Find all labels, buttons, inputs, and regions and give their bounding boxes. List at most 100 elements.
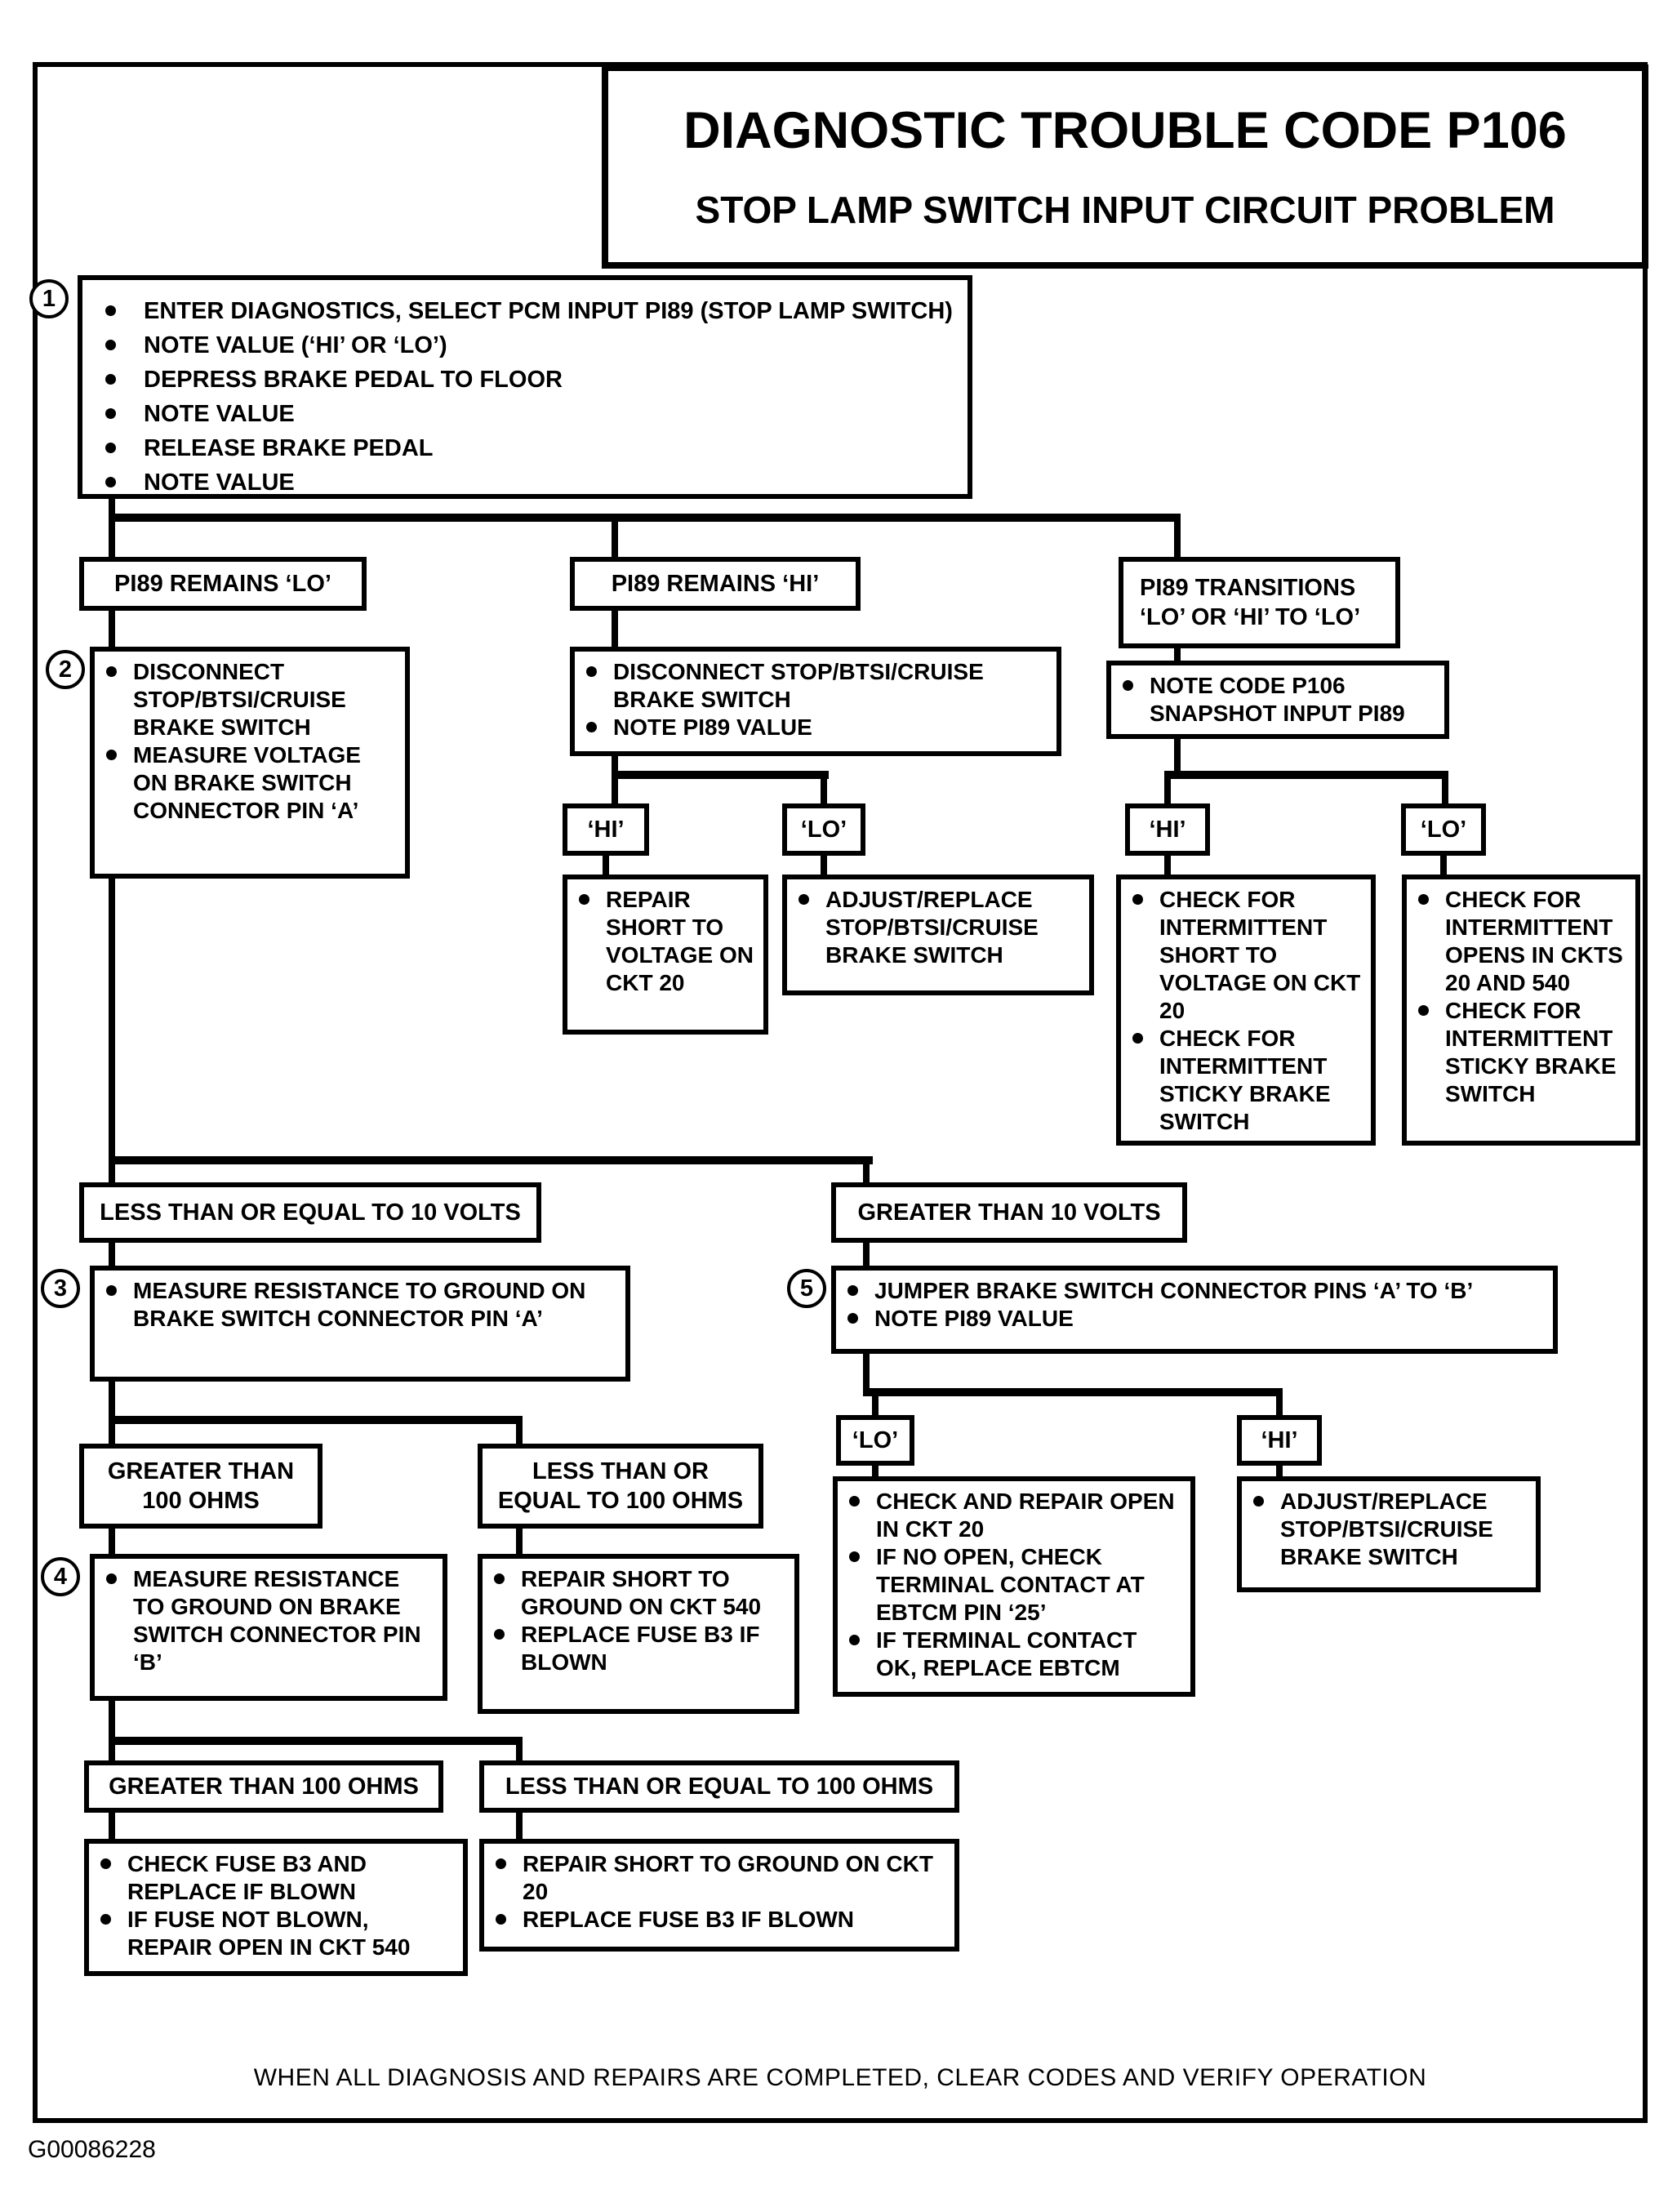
- connector: [612, 756, 618, 776]
- page-title: DIAGNOSTIC TROUBLE CODE P106: [683, 102, 1567, 160]
- repair-ground-540-box: REPAIR SHORT TO GROUND ON CKT 540 REPLAC…: [478, 1554, 799, 1714]
- step-number-text: 1: [42, 285, 56, 312]
- value-label-hi: ‘HI’: [1125, 803, 1210, 856]
- label-text: GREATER THAN 100 OHMS: [109, 1774, 419, 1800]
- result-label-ohms-gt-2: GREATER THAN 100 OHMS: [84, 1760, 443, 1813]
- bullet-icon: [1418, 894, 1429, 905]
- bullet-text: DISCONNECT STOP/BTSI/CRUISE BRAKE SWITCH: [613, 659, 984, 712]
- bullet-icon: [105, 340, 116, 350]
- label-text: LESS THAN OR EQUAL TO 10 VOLTS: [100, 1199, 521, 1226]
- step-number-text: 3: [53, 1275, 68, 1302]
- label-text: PI89 REMAINS ‘LO’: [114, 571, 331, 597]
- step1-box: ENTER DIAGNOSTICS, SELECT PCM INPUT PI89…: [78, 275, 972, 499]
- bullet-text: IF NO OPEN, CHECK TERMINAL CONTACT AT EB…: [876, 1544, 1145, 1625]
- bullet-icon: [105, 443, 116, 453]
- list-item: NOTE PI89 VALUE: [578, 714, 1048, 741]
- bullet-icon: [106, 750, 117, 760]
- connector: [1164, 856, 1171, 875]
- bullet-icon: [105, 408, 116, 419]
- connector: [821, 856, 827, 875]
- list-item: ENTER DIAGNOSTICS, SELECT PCM INPUT PI89…: [87, 295, 954, 327]
- bullet-icon: [579, 894, 589, 905]
- connector: [612, 771, 829, 779]
- result-label-ohms-le-2: LESS THAN OR EQUAL TO 100 OHMS: [479, 1760, 959, 1813]
- adjust-replace-switch-box: ADJUST/REPLACE STOP/BTSI/CRUISE BRAKE SW…: [782, 875, 1094, 995]
- step-number-text: 2: [58, 656, 73, 683]
- bullet-icon: [1253, 1496, 1264, 1507]
- bullet-icon: [849, 1551, 860, 1562]
- figure-id: G00086228: [28, 2136, 156, 2163]
- list-item: DISCONNECT STOP/BTSI/CRUISE BRAKE SWITCH: [578, 658, 1048, 714]
- connector: [612, 777, 618, 803]
- connector: [516, 1813, 523, 1839]
- list-item: NOTE VALUE: [87, 398, 954, 430]
- list-item: ADJUST/REPLACE STOP/BTSI/CRUISE BRAKE SW…: [790, 886, 1081, 969]
- bullet-text: CHECK FOR INTERMITTENT SHORT TO VOLTAGE …: [1159, 887, 1361, 1023]
- step-number-3: 3: [41, 1269, 80, 1308]
- connector: [863, 1388, 1283, 1396]
- bullet-icon: [105, 374, 116, 385]
- title-box: DIAGNOSTIC TROUBLE CODE P106 STOP LAMP S…: [602, 65, 1648, 269]
- label-text: PI89 TRANSITIONS‘LO’ OR ‘HI’ TO ‘LO’: [1140, 575, 1361, 630]
- list-item: CHECK FOR INTERMITTENT OPENS IN CKTS 20 …: [1410, 886, 1627, 997]
- connector: [109, 1382, 115, 1421]
- list-item: CHECK AND REPAIR OPEN IN CKT 20: [841, 1488, 1182, 1543]
- bullet-text: NOTE VALUE: [144, 401, 295, 427]
- step4-box: MEASURE RESISTANCE TO GROUND ON BRAKE SW…: [90, 1554, 447, 1701]
- connector: [109, 1416, 523, 1424]
- step5-box: JUMPER BRAKE SWITCH CONNECTOR PINS ‘A’ T…: [831, 1266, 1558, 1354]
- list-item: IF NO OPEN, CHECK TERMINAL CONTACT AT EB…: [841, 1543, 1182, 1627]
- bullet-text: ADJUST/REPLACE STOP/BTSI/CRUISE BRAKE SW…: [825, 887, 1039, 968]
- connector: [109, 877, 115, 1163]
- list-item: NOTE VALUE (‘HI’ OR ‘LO’): [87, 329, 954, 362]
- bullet-icon: [1132, 1033, 1143, 1044]
- connector: [863, 1241, 870, 1267]
- list-item: CHECK FOR INTERMITTENT STICKY BRAKE SWIT…: [1124, 1025, 1363, 1136]
- list-item: REPLACE FUSE B3 IF BLOWN: [486, 1621, 786, 1676]
- list-item: ADJUST/REPLACE STOP/BTSI/CRUISE BRAKE SW…: [1245, 1488, 1528, 1571]
- step2-box: DISCONNECT STOP/BTSI/CRUISE BRAKE SWITCH…: [90, 647, 410, 879]
- list-item: RELEASE BRAKE PEDAL: [87, 432, 954, 465]
- bullet-icon: [106, 1573, 117, 1584]
- bullet-icon: [106, 1285, 117, 1296]
- value-label-hi: ‘HI’: [563, 803, 649, 856]
- bullet-icon: [494, 1629, 505, 1640]
- connector: [1442, 777, 1448, 803]
- bullet-text: MEASURE RESISTANCE TO GROUND ON BRAKE SW…: [133, 1566, 421, 1675]
- label-text: ‘LO’: [852, 1427, 899, 1453]
- bullet-icon: [847, 1285, 858, 1296]
- list-item: REPLACE FUSE B3 IF BLOWN: [487, 1906, 946, 1934]
- list-item: MEASURE RESISTANCE TO GROUND ON BRAKE SW…: [98, 1277, 617, 1333]
- bullet-icon: [1123, 680, 1133, 691]
- bullet-icon: [586, 666, 597, 677]
- step-number-1: 1: [29, 279, 69, 318]
- bullet-text: CHECK FOR INTERMITTENT STICKY BRAKE SWIT…: [1159, 1026, 1331, 1134]
- connector: [863, 1352, 870, 1391]
- bullet-text: MEASURE VOLTAGE ON BRAKE SWITCH CONNECTO…: [133, 742, 361, 823]
- connector: [863, 1163, 870, 1184]
- connector: [872, 1395, 879, 1417]
- connector: [109, 1241, 115, 1267]
- bullet-text: NOTE CODE P106 SNAPSHOT INPUT PI89: [1150, 673, 1405, 726]
- bullet-icon: [849, 1496, 860, 1507]
- branch-label-pi89-transitions: PI89 TRANSITIONS‘LO’ OR ‘HI’ TO ‘LO’: [1119, 557, 1400, 648]
- connector: [109, 1163, 115, 1184]
- intermittent-short-box: CHECK FOR INTERMITTENT SHORT TO VOLTAGE …: [1116, 875, 1376, 1146]
- bullet-icon: [1132, 894, 1143, 905]
- connector: [1174, 520, 1181, 557]
- list-item: CHECK FOR INTERMITTENT STICKY BRAKE SWIT…: [1410, 997, 1627, 1108]
- label-text: ‘HI’: [587, 817, 625, 843]
- connector: [109, 497, 115, 517]
- value-label-hi: ‘HI’: [1237, 1415, 1322, 1466]
- connector: [1174, 739, 1181, 774]
- bullet-text: REPAIR SHORT TO GROUND ON CKT 540: [521, 1566, 762, 1619]
- connector: [109, 1527, 115, 1554]
- list-item: IF TERMINAL CONTACT OK, REPLACE EBTCM: [841, 1627, 1182, 1682]
- label-text: ‘LO’: [1420, 817, 1467, 843]
- value-label-lo: ‘LO’: [1401, 803, 1486, 856]
- bullet-text: NOTE VALUE: [144, 470, 295, 496]
- connector: [109, 514, 1181, 522]
- connector: [109, 1156, 873, 1164]
